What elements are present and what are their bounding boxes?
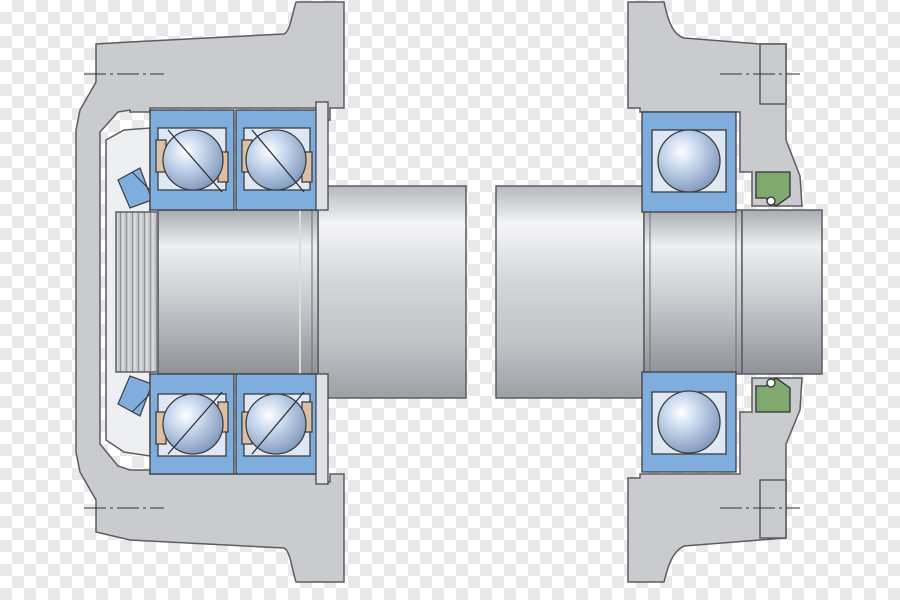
shaft-journal-right — [643, 209, 743, 375]
shaft-journal-left — [157, 209, 319, 375]
housing-left-body — [75, 1, 345, 583]
centerlines-right — [720, 73, 800, 509]
ball — [245, 393, 307, 455]
spacer-ring — [315, 101, 329, 485]
shaft-left-section — [115, 185, 467, 399]
ball — [162, 393, 224, 455]
lock-nut-thread — [115, 211, 159, 373]
lock-washer — [117, 167, 153, 417]
shaft-outer-right — [495, 185, 645, 399]
shaft-end-right — [741, 209, 823, 375]
end-cover-bottom — [759, 479, 787, 539]
ball — [162, 129, 224, 191]
shaft-right-section — [495, 185, 823, 399]
ball — [245, 129, 307, 191]
shaft-outer-left — [317, 185, 467, 399]
angular-contact-bearing-pair-bottom — [149, 373, 319, 475]
ball — [657, 390, 721, 454]
angular-contact-bearing-pair-top — [149, 109, 319, 211]
housing-right-body-bottom — [627, 377, 803, 583]
shaft-seal — [755, 171, 791, 413]
ball — [657, 129, 721, 193]
deep-groove-bearing-top — [641, 111, 737, 213]
housing-right — [627, 1, 803, 583]
deep-groove-bearing-bottom — [641, 371, 737, 473]
centerlines-left — [84, 73, 164, 509]
